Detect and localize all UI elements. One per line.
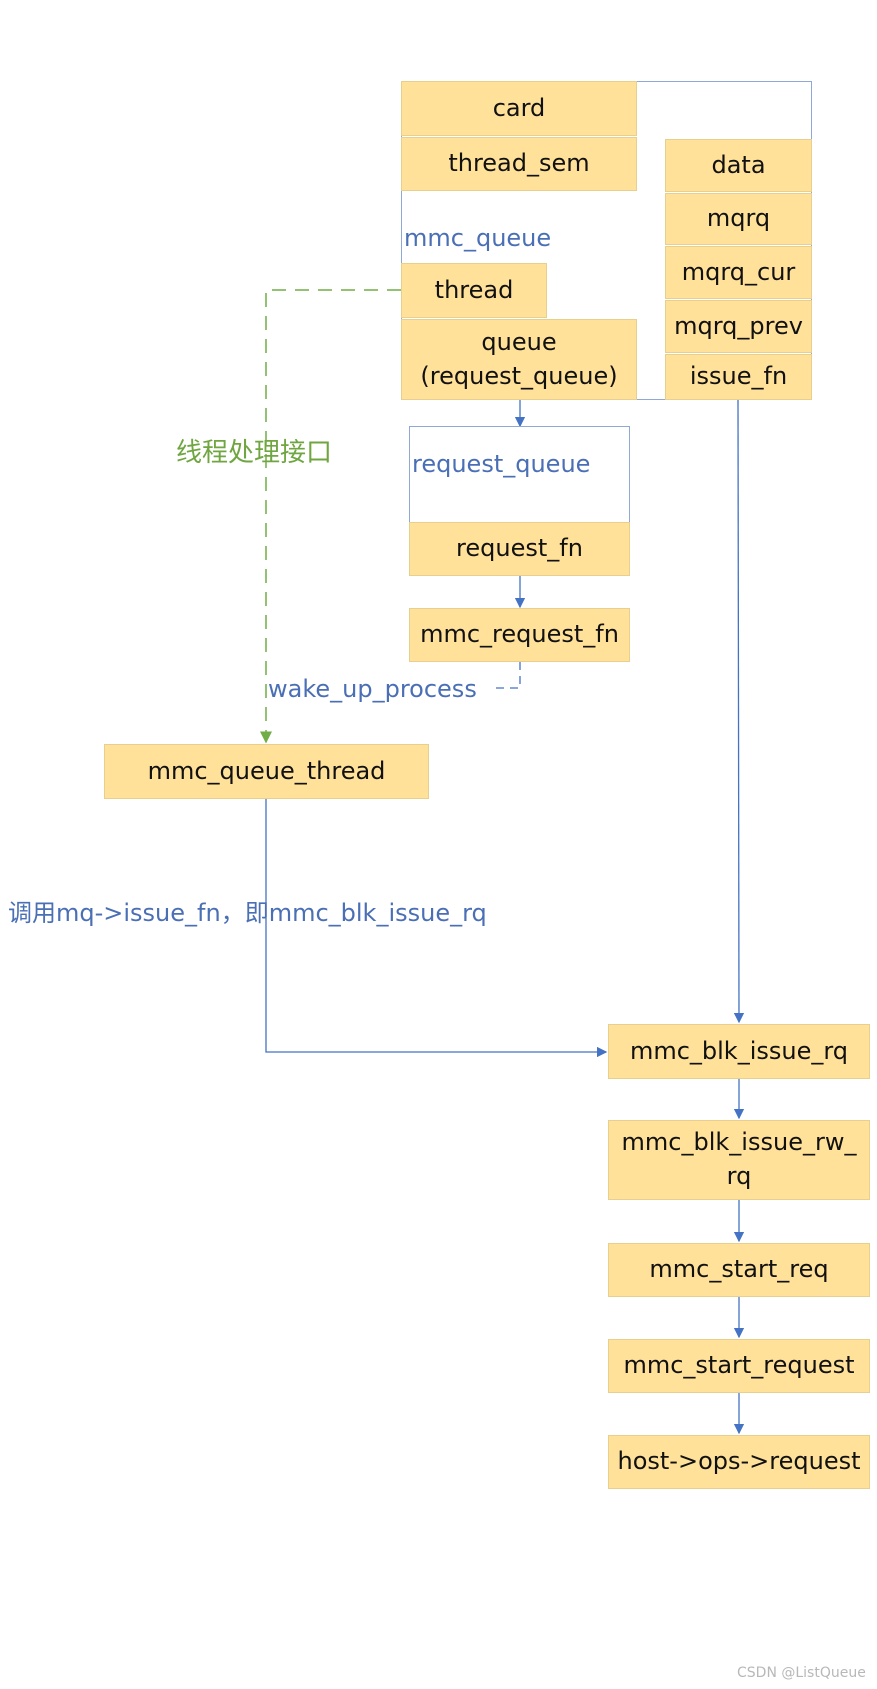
field-mqrq-cur: mqrq_cur <box>665 246 812 299</box>
arrow-issue-fn-to-mmc-blk-issue-rq <box>733 399 745 1024</box>
arrow-queue-thread-to-mmc-blk-issue-rq <box>265 799 608 1058</box>
mmc-queue-label: mmc_queue <box>404 224 552 252</box>
node-mmc-queue-thread: mmc_queue_thread <box>104 744 429 799</box>
field-thread-sem: thread_sem <box>401 137 637 191</box>
node-mmc-blk-issue-rq: mmc_blk_issue_rq <box>608 1024 870 1079</box>
field-mqrq: mqrq <box>665 193 812 245</box>
node-mmc-start-req: mmc_start_req <box>608 1243 870 1297</box>
field-issue-fn: issue_fn <box>665 354 812 400</box>
node-mmc-request-fn: mmc_request_fn <box>409 608 630 662</box>
arrow-wake-up-process <box>492 662 521 689</box>
node-host-ops-request: host->ops->request <box>608 1435 870 1489</box>
request-queue-label: request_queue <box>412 450 591 478</box>
field-queue: queue (request_queue) <box>401 319 637 400</box>
field-card: card <box>401 81 637 136</box>
label-wake-up-process: wake_up_process <box>268 675 477 703</box>
node-mmc-blk-issue-rw-rq: mmc_blk_issue_rw_ rq <box>608 1120 870 1200</box>
label-thread-interface: 线程处理接口 <box>176 438 333 468</box>
field-data: data <box>665 139 812 192</box>
field-request-fn: request_fn <box>409 522 630 576</box>
field-mqrq-prev: mqrq_prev <box>665 300 812 353</box>
field-thread: thread <box>401 263 547 318</box>
node-mmc-start-request: mmc_start_request <box>608 1339 870 1393</box>
watermark: CSDN @ListQueue <box>737 1665 866 1681</box>
label-call-issue-fn: 调用mq->issue_fn，即mmc_blk_issue_rq <box>8 899 487 927</box>
